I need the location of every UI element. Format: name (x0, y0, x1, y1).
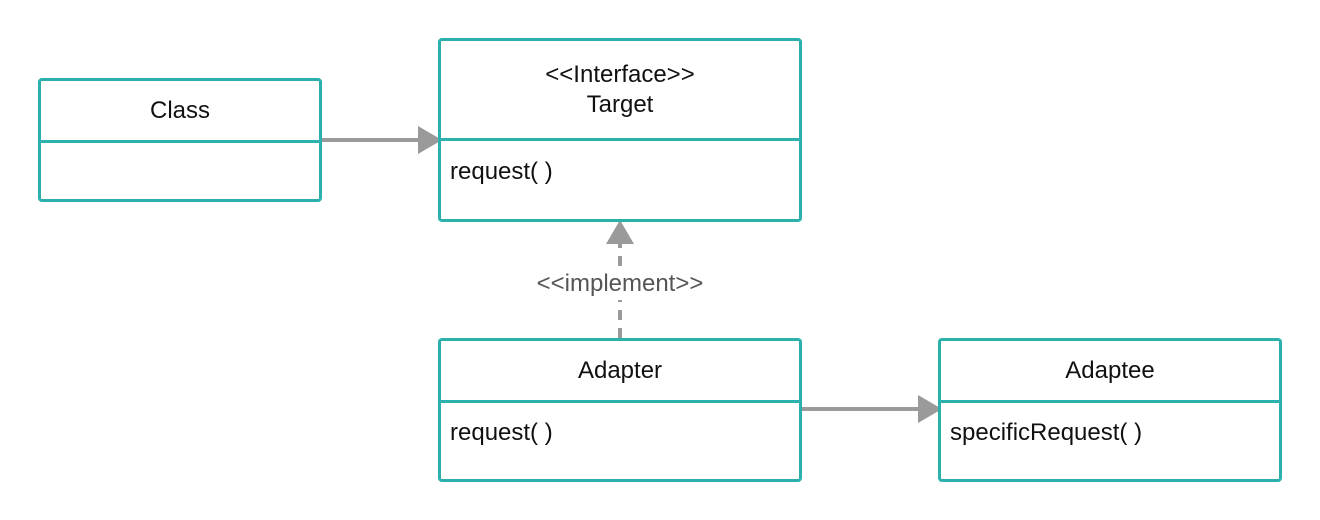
implement-relation-label: <<implement>> (500, 268, 740, 300)
class-box[interactable]: Class (38, 78, 322, 202)
class-box-header: Class (41, 81, 319, 143)
target-method-request: request( ) (450, 158, 553, 185)
adapter-method-request: request( ) (450, 419, 553, 446)
target-interface-box[interactable]: <<Interface>> Target request( ) (438, 38, 802, 222)
adapter-to-adaptee-arrowhead (918, 395, 942, 423)
adaptee-box[interactable]: Adaptee specificRequest( ) (938, 338, 1282, 482)
adaptee-box-members: specificRequest( ) (941, 403, 1279, 448)
adapter-box-header: Adapter (441, 341, 799, 403)
target-box-members: request( ) (441, 141, 799, 187)
class-to-target-arrowhead (418, 126, 442, 154)
adaptee-method-specific-request: specificRequest( ) (950, 419, 1143, 446)
adapter-to-target-arrowhead (606, 220, 634, 244)
adaptee-name: Adaptee (1065, 356, 1155, 384)
target-box-header: <<Interface>> Target (441, 41, 799, 141)
adapter-box-members: request( ) (441, 403, 799, 448)
target-stereotype: <<Interface>> (545, 60, 695, 88)
target-name: Target (586, 90, 654, 118)
class-name: Class (149, 96, 210, 124)
class-box-members (41, 143, 319, 159)
adapter-name: Adapter (577, 356, 663, 384)
adapter-box[interactable]: Adapter request( ) (438, 338, 802, 482)
adaptee-box-header: Adaptee (941, 341, 1279, 403)
